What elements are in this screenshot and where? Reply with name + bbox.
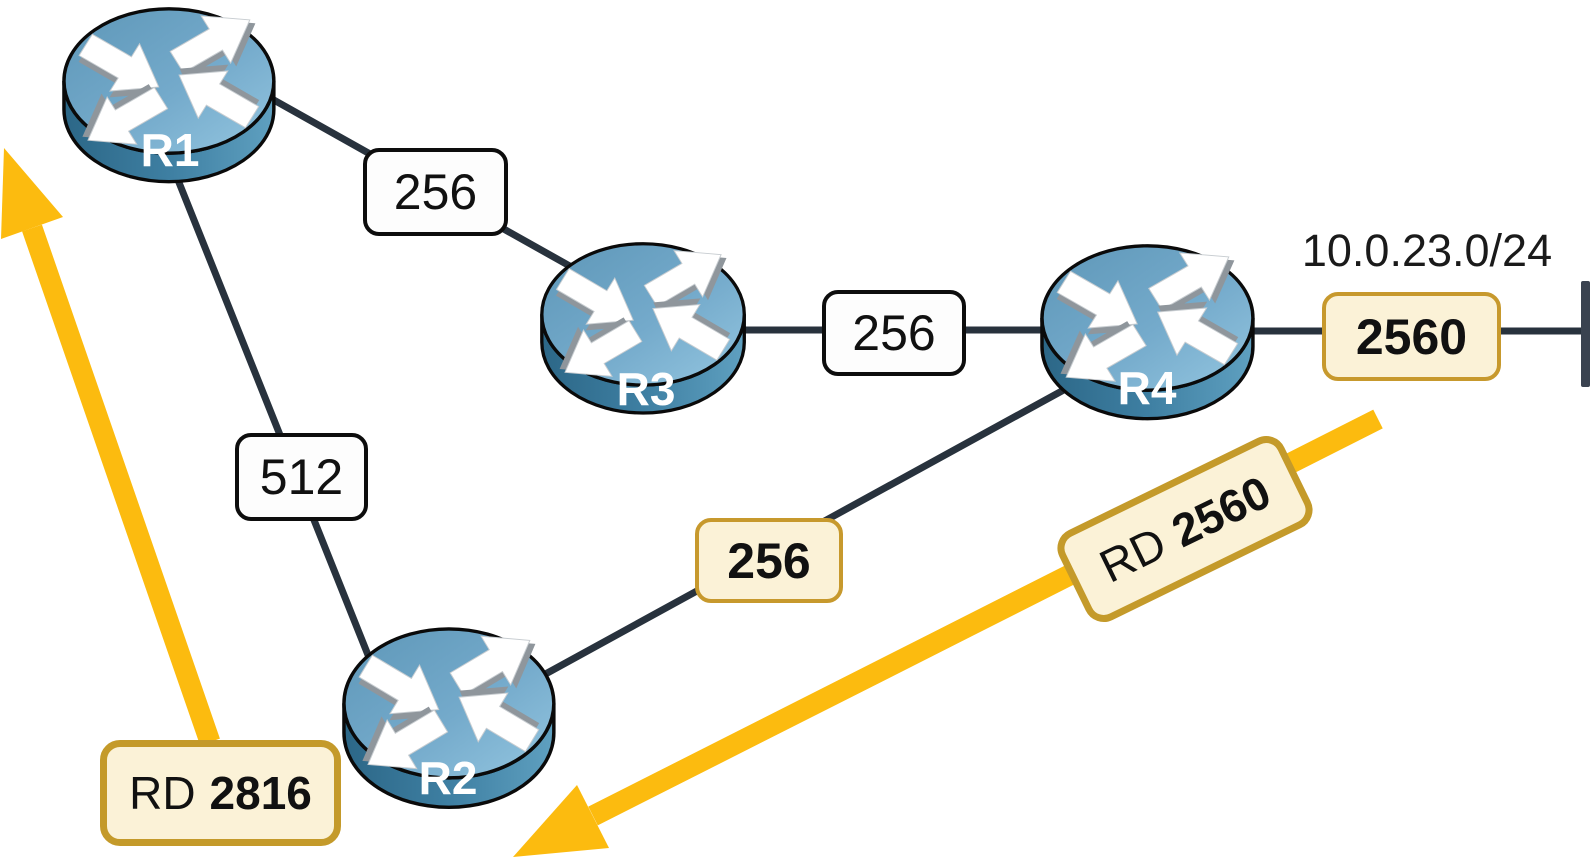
advert-arrow-to-r1 bbox=[22, 224, 220, 746]
network-segment-bar bbox=[1581, 281, 1590, 387]
cost-label-r2-r4: 256 bbox=[695, 518, 843, 603]
cost-label-r1-r2: 512 bbox=[235, 433, 368, 521]
network-prefix-label: 10.0.23.0/24 bbox=[1301, 225, 1553, 276]
rd-2560-value: 2560 bbox=[1163, 465, 1279, 558]
cost-label-r1-r3: 256 bbox=[363, 148, 508, 236]
router-r3-label: R3 bbox=[616, 363, 676, 415]
rd-2816-label: RD 2816 bbox=[100, 740, 341, 846]
rd-2560-prefix: RD bbox=[1091, 516, 1174, 593]
cost-value-r3-r4: 256 bbox=[852, 305, 936, 361]
rd-2816-prefix: RD bbox=[129, 767, 196, 819]
cost-value-r1-r2: 512 bbox=[259, 449, 344, 505]
router-r1-label: R1 bbox=[140, 124, 200, 176]
cost-value-r4-network: 2560 bbox=[1355, 308, 1468, 365]
advert-arrowhead-to-r1-icon bbox=[1, 148, 63, 239]
rd-2816-value: 2816 bbox=[209, 767, 312, 819]
router-r2-label: R2 bbox=[418, 752, 478, 804]
advert-arrowhead-to-r2-icon bbox=[513, 785, 609, 857]
cost-value-r1-r3: 256 bbox=[393, 164, 478, 220]
cost-value-r2-r4: 256 bbox=[727, 532, 811, 589]
router-r4-label: R4 bbox=[1117, 362, 1177, 414]
cost-label-r3-r4: 256 bbox=[822, 290, 966, 376]
cost-label-r4-network: 2560 bbox=[1322, 292, 1501, 381]
